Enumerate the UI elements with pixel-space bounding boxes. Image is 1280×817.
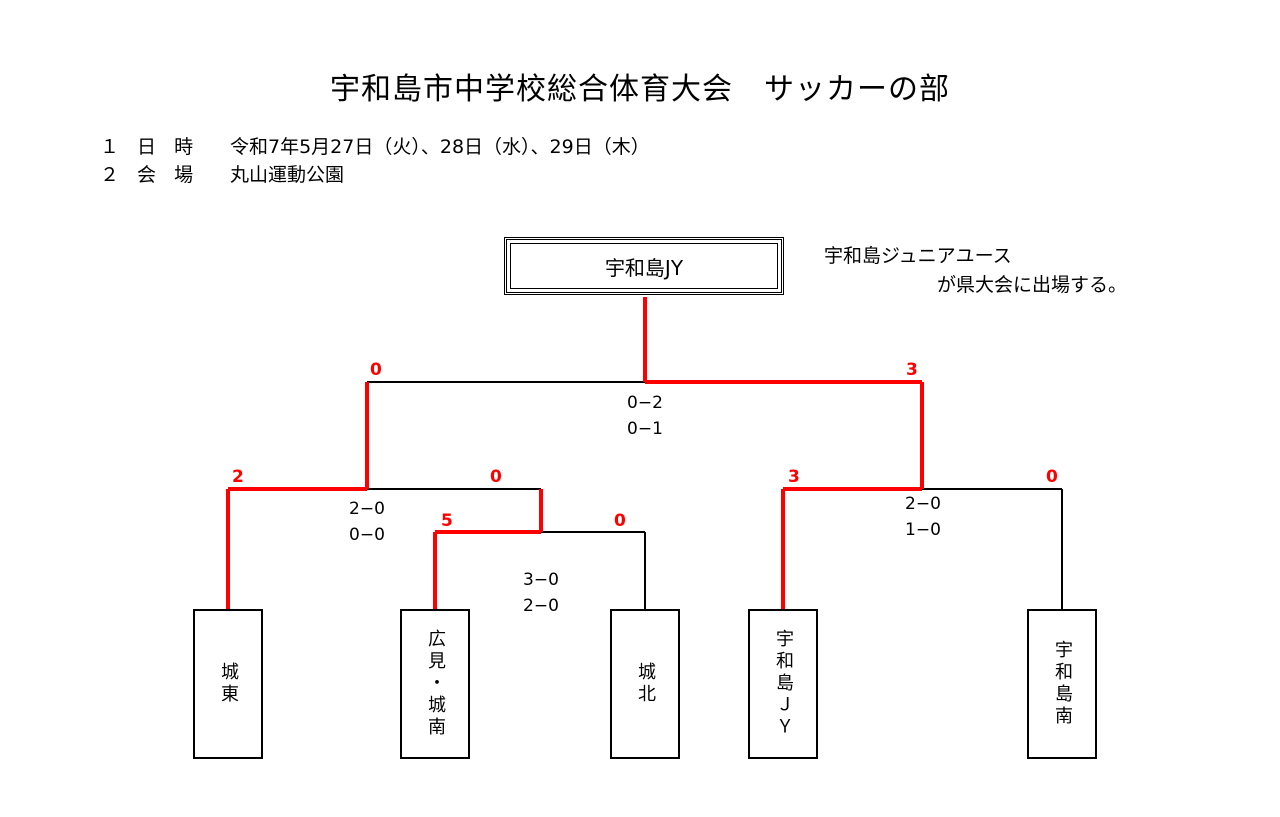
- result-semi2-1: 2−0: [905, 494, 941, 514]
- result-semi2-2: 1−0: [905, 520, 941, 540]
- team-name: 城東: [218, 662, 239, 706]
- team-name: 広見・城南: [425, 629, 446, 739]
- result-qf-1: 3−0: [523, 570, 559, 590]
- result-final-2: 0−1: [627, 419, 663, 439]
- result-semi1-1: 2−0: [349, 499, 385, 519]
- score-final-right: 3: [906, 360, 918, 380]
- venue-value: 丸山運動公園: [230, 164, 345, 186]
- result-semi1-2: 0−0: [349, 525, 385, 545]
- team-box: 城北: [610, 609, 680, 759]
- date-label: １ 日 時: [100, 136, 200, 158]
- result-qf: 3−0 2−0: [516, 567, 566, 619]
- team-name: 宇和島南: [1052, 640, 1073, 728]
- score-semi1-right: 0: [490, 467, 502, 487]
- team-name: 宇和島ＪＹ: [773, 629, 794, 739]
- result-semi1: 2−0 0−0: [342, 496, 392, 548]
- score-semi2-left: 3: [788, 467, 800, 487]
- team-box: 宇和島南: [1027, 609, 1097, 759]
- score-qf-right: 0: [614, 511, 626, 531]
- winner-box: 宇和島JY: [504, 237, 784, 295]
- venue-label: ２ 会 場: [100, 164, 200, 186]
- date-row: １ 日 時 令和7年5月27日（火）、28日（水）、29日（木）: [100, 132, 650, 159]
- score-qf-left: 5: [441, 511, 453, 531]
- result-final-1: 0−2: [627, 393, 663, 413]
- score-semi2-right: 0: [1046, 467, 1058, 487]
- team-box: 広見・城南: [400, 609, 470, 759]
- result-qf-2: 2−0: [523, 596, 559, 616]
- result-final: 0−2 0−1: [620, 390, 670, 442]
- team-box: 城東: [193, 609, 263, 759]
- winner-name: 宇和島JY: [604, 255, 684, 280]
- result-semi2: 2−0 1−0: [898, 491, 948, 543]
- score-final-left: 0: [370, 360, 382, 380]
- note-line-1: 宇和島ジュニアユース: [824, 245, 1012, 267]
- score-semi1-left: 2: [232, 467, 244, 487]
- team-box: 宇和島ＪＹ: [748, 609, 818, 759]
- note-line-2: が県大会に出場する。: [937, 274, 1128, 296]
- page-title: 宇和島市中学校総合体育大会 サッカーの部: [330, 72, 950, 107]
- date-value: 令和7年5月27日（火）、28日（水）、29日（木）: [230, 136, 650, 158]
- team-name: 城北: [635, 662, 656, 706]
- venue-row: ２ 会 場 丸山運動公園: [100, 160, 344, 187]
